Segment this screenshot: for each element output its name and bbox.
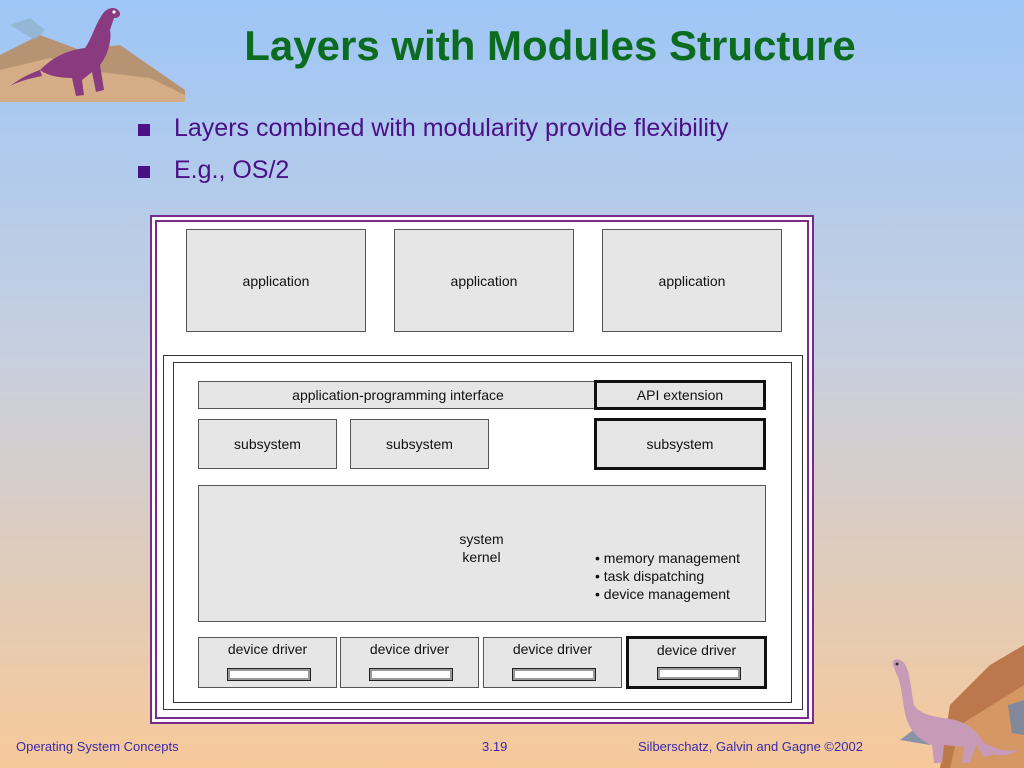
footer-right: Silberschatz, Galvin and Gagne ©2002 [638,739,863,754]
bullet-item: E.g., OS/2 [138,156,728,198]
drive-slot-icon [369,668,453,681]
subsystem-label: subsystem [234,436,301,452]
drive-slot-icon [512,668,596,681]
api-extension-box: API extension [594,380,766,410]
kernel-title: system kernel [199,530,764,566]
device-driver-label: device driver [369,641,450,657]
dinosaur-brontosaurus-icon [892,645,1024,768]
square-bullet-icon [138,166,150,178]
device-driver-box: device driver [198,637,337,688]
drive-slot-icon [657,667,741,680]
subsystem-box: subsystem [594,418,766,470]
square-bullet-icon [138,124,150,136]
application-label: application [242,272,310,289]
subsystem-label: subsystem [646,436,714,452]
diagram-frame-inner [155,220,809,719]
device-driver-box: device driver [483,637,622,688]
footer-page-number: 3.19 [482,739,508,754]
application-label: application [450,272,518,289]
bullet-text: E.g., OS/2 [174,156,290,184]
kernel-feature: • memory management [595,550,740,566]
subsystem-label: subsystem [386,436,453,452]
application-box: application [602,229,782,332]
kernel-title-line: system [459,531,504,547]
api-extension-label: API extension [636,387,724,403]
dinosaur-trex-icon [0,7,185,102]
footer-left: Operating System Concepts [16,739,179,754]
device-driver-label: device driver [656,642,737,658]
kernel-feature: • task dispatching [595,568,705,584]
device-driver-label: device driver [512,641,593,657]
device-driver-box: device driver [626,636,767,689]
subsystem-box: subsystem [198,419,337,469]
application-box: application [186,229,366,332]
api-label: application-programming interface [292,387,504,403]
device-driver-label: device driver [227,641,308,657]
device-driver-box: device driver [340,637,479,688]
bullet-text: Layers combined with modularity provide … [174,114,729,142]
application-label: application [658,272,726,289]
kernel-feature: • device management [595,586,730,602]
drive-slot-icon [227,668,311,681]
subsystem-box: subsystem [350,419,489,469]
api-box: application-programming interface [198,381,598,409]
bullet-item: Layers combined with modularity provide … [138,114,728,156]
kernel-title-line: kernel [462,549,501,565]
bullet-list: Layers combined with modularity provide … [138,114,728,198]
application-box: application [394,229,574,332]
system-kernel-box: system kernel • memory management • task… [198,485,766,622]
slide-title: Layers with Modules Structure [244,22,856,69]
kernel-feature-list: • memory management • task dispatching •… [595,549,740,603]
